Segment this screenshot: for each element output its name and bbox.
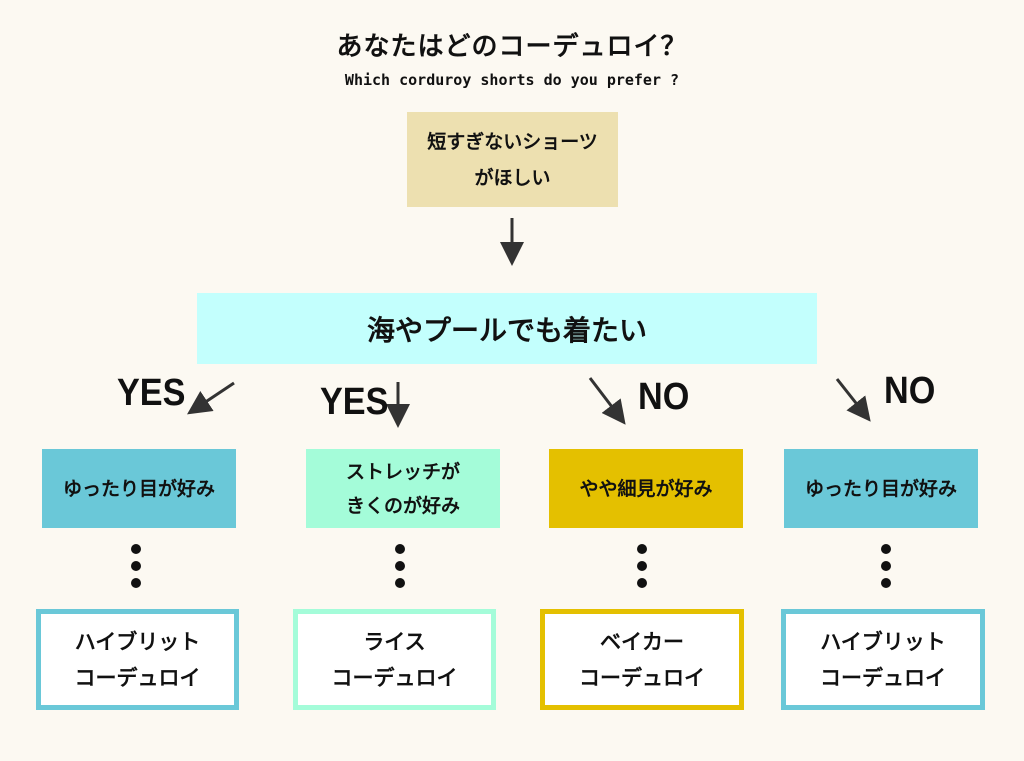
branch-2-result-line-1: ライス bbox=[363, 629, 426, 654]
branch-4-condition: ゆったり目が好み bbox=[784, 449, 978, 528]
branch-3-result: ベイカー コーデュロイ bbox=[540, 609, 744, 710]
branch-4-condition-line-1: ゆったり目が好み bbox=[804, 477, 957, 500]
branch-2-condition-line-1: ストレッチが bbox=[345, 460, 460, 483]
branch-2-ellipsis bbox=[395, 544, 405, 595]
branch-1-label: YES bbox=[117, 372, 186, 414]
branch-3-result-line-2: コーデュロイ bbox=[579, 665, 705, 690]
page-subtitle: Which corduroy shorts do you prefer ? bbox=[344, 71, 680, 89]
branch-1-condition: ゆったり目が好み bbox=[42, 449, 236, 528]
branch-1-condition-line-1: ゆったり目が好み bbox=[62, 477, 215, 500]
start-box-line-1: 短すぎないショーツ bbox=[427, 130, 598, 153]
branch-3-condition: やや細見が好み bbox=[549, 449, 743, 528]
branch-2-result-line-2: コーデュロイ bbox=[331, 665, 458, 690]
branch-2-condition-line-2: きくのが好み bbox=[345, 494, 460, 517]
branch-4-result-line-2: コーデュロイ bbox=[820, 665, 946, 690]
page-title: あなたはどのコーデュロイ？ bbox=[336, 32, 688, 62]
question-box: 海やプールでも着たい bbox=[197, 293, 817, 364]
question-text: 海やプールでも着たい bbox=[366, 313, 647, 347]
arrow-branch-1 bbox=[187, 381, 235, 415]
branch-3-label: NO bbox=[638, 376, 690, 418]
branch-3-condition-line-1: やや細見が好み bbox=[579, 477, 713, 500]
branch-1-result-line-2: コーデュロイ bbox=[74, 665, 201, 690]
arrow-branch-4 bbox=[835, 378, 871, 422]
branch-4-result-line-1: ハイブリット bbox=[820, 629, 946, 654]
start-box-line-2: がほしい bbox=[474, 166, 551, 189]
branch-2-condition: ストレッチが きくのが好み bbox=[306, 449, 500, 528]
branch-1-result: ハイブリット コーデュロイ bbox=[36, 609, 239, 710]
branch-4-result: ハイブリット コーデュロイ bbox=[781, 609, 985, 710]
branch-4-label: NO bbox=[884, 370, 936, 412]
branch-1-result-line-1: ハイブリット bbox=[74, 629, 201, 654]
branch-3-result-line-1: ベイカー bbox=[600, 629, 684, 654]
branch-2-result: ライス コーデュロイ bbox=[293, 609, 496, 710]
branch-1-ellipsis bbox=[131, 544, 141, 595]
branch-2-label: YES bbox=[320, 381, 389, 423]
branch-3-ellipsis bbox=[637, 544, 647, 595]
arrow-branch-3 bbox=[588, 377, 626, 425]
start-box: 短すぎないショーツ がほしい bbox=[407, 112, 618, 207]
branch-4-ellipsis bbox=[881, 544, 891, 595]
